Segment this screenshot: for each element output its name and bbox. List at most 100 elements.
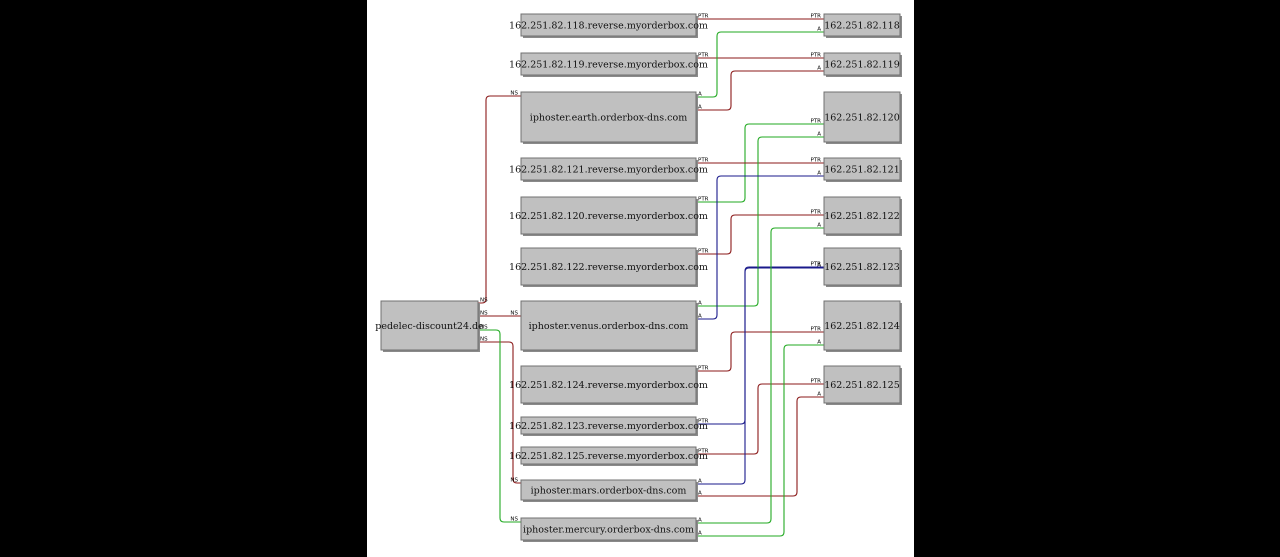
edge-label-target: PTR	[811, 14, 822, 20]
node-r125: 162.251.82.125.reverse.myorderbox.com	[509, 446, 708, 466]
edge-label-source: PTR	[698, 158, 709, 164]
edge-label-source: NS	[480, 325, 488, 331]
edge-label-target: PTR	[811, 379, 822, 385]
edge-label-target: A	[817, 340, 821, 346]
node-label: 162.251.82.118.reverse.myorderbox.com	[509, 21, 708, 32]
node-box	[520, 416, 697, 435]
node-ip119: 162.251.82.119	[823, 52, 902, 77]
edge-label-target: PTR	[811, 262, 822, 268]
node-label: 162.251.82.118	[824, 21, 900, 32]
node-box	[520, 196, 697, 235]
edge-label-source: NS	[480, 311, 488, 317]
node-box	[520, 479, 697, 501]
edge-a-mars-ip125	[696, 396, 824, 497]
node-r118: 162.251.82.118.reverse.myorderbox.com	[509, 13, 708, 38]
node-label: 162.251.82.125	[824, 380, 900, 391]
edge-label-target: NS	[510, 311, 518, 317]
node-box	[823, 52, 901, 76]
node-label: iphoster.mercury.orderbox-dns.com	[523, 525, 694, 536]
node-box	[520, 13, 697, 37]
edge-a-mercury-ip122	[696, 227, 824, 524]
edge-label-source: PTR	[698, 449, 709, 455]
node-label: 162.251.82.119	[824, 60, 900, 71]
edge-label-target: NS	[510, 517, 518, 523]
node-label: 162.251.82.121	[824, 165, 900, 176]
edge-label-source: PTR	[698, 53, 709, 59]
edge-ptr-r122-ip122	[696, 214, 824, 255]
node-ip125: 162.251.82.125	[823, 365, 902, 405]
node-r122: 162.251.82.122.reverse.myorderbox.com	[509, 247, 708, 287]
node-ip122: 162.251.82.122	[823, 196, 902, 236]
edge-a-mars-ip123	[696, 267, 824, 485]
edge-label-source: PTR	[698, 366, 709, 372]
node-box	[520, 91, 697, 143]
edge-label-target: PTR	[811, 158, 822, 164]
edge-label-source: A	[698, 105, 702, 111]
node-box	[520, 365, 697, 404]
edge-label-source: PTR	[698, 197, 709, 203]
edge-label-target: A	[817, 27, 821, 33]
node-label: 162.251.82.124	[824, 321, 900, 332]
node-box	[520, 446, 697, 465]
node-label: iphoster.mars.orderbox-dns.com	[531, 486, 687, 497]
node-ip124: 162.251.82.124	[823, 300, 902, 352]
edge-label-source: A	[698, 518, 702, 524]
node-mercury: iphoster.mercury.orderbox-dns.com	[520, 517, 698, 542]
edge-label-target: NS	[510, 478, 518, 484]
node-earth: iphoster.earth.orderbox-dns.com	[520, 91, 698, 144]
node-box	[520, 517, 697, 541]
edge-label-target: A	[817, 263, 821, 269]
node-box	[380, 300, 479, 351]
node-ip121: 162.251.82.121	[823, 157, 902, 182]
node-box	[823, 13, 901, 37]
nodes-layer: pedelec-discount24.deiphoster.earth.orde…	[375, 13, 902, 542]
edge-label-target: PTR	[811, 210, 822, 216]
node-box	[520, 52, 697, 76]
node-box	[823, 157, 901, 181]
dns-graph: NS NS NS NS NS NS NS NS PTR PTR PTR PTR PTR PTR PTR PTR…	[375, 13, 902, 542]
edge-label-source: PTR	[698, 14, 709, 20]
edge-label-source: A	[698, 531, 702, 537]
edge-label-target: PTR	[811, 53, 822, 59]
edge-label-source: NS	[480, 337, 488, 343]
node-label: 162.251.82.124.reverse.myorderbox.com	[509, 380, 708, 391]
node-ip123: 162.251.82.123	[823, 247, 902, 287]
node-ip120: 162.251.82.120	[823, 91, 902, 144]
node-box	[823, 196, 901, 235]
edge-label-source: A	[698, 491, 702, 497]
edge-ns-root-mars	[478, 341, 521, 484]
edge-a-venus-ip121	[696, 175, 824, 320]
node-r120: 162.251.82.120.reverse.myorderbox.com	[509, 196, 708, 236]
edge-label-source: NS	[480, 298, 488, 304]
edge-label-source: A	[698, 92, 702, 98]
node-r121: 162.251.82.121.reverse.myorderbox.com	[509, 157, 708, 182]
edge-label-source: A	[698, 314, 702, 320]
node-label: 162.251.82.120	[824, 113, 900, 124]
edge-label-target: A	[817, 171, 821, 177]
edge-a-venus-ip120	[696, 136, 824, 307]
node-r123: 162.251.82.123.reverse.myorderbox.com	[509, 416, 708, 436]
edges-layer: NS NS NS NS NS NS NS NS PTR PTR PTR PTR PTR PTR PTR PTR…	[478, 14, 824, 537]
edge-label-target: A	[817, 392, 821, 398]
edge-label-target: PTR	[811, 327, 822, 333]
node-label: 162.251.82.119.reverse.myorderbox.com	[509, 60, 708, 71]
node-ip118: 162.251.82.118	[823, 13, 902, 38]
edge-label-source: A	[698, 301, 702, 307]
node-box	[823, 91, 901, 143]
edge-ptr-r124-ip124	[696, 331, 824, 372]
edge-label-target: A	[817, 132, 821, 138]
node-box	[823, 247, 901, 286]
edge-label-target: NS	[510, 91, 518, 97]
edge-ns-root-earth	[478, 95, 521, 304]
edge-ns-root-mercury	[478, 329, 521, 523]
edge-a-mercury-ip124	[696, 344, 824, 537]
node-label: iphoster.venus.orderbox-dns.com	[529, 321, 689, 332]
node-box	[823, 365, 901, 404]
node-mars: iphoster.mars.orderbox-dns.com	[520, 479, 698, 502]
node-label: 162.251.82.125.reverse.myorderbox.com	[509, 451, 708, 462]
node-box	[823, 300, 901, 351]
node-venus: iphoster.venus.orderbox-dns.com	[520, 300, 698, 352]
edge-label-source: A	[698, 479, 702, 485]
node-r119: 162.251.82.119.reverse.myorderbox.com	[509, 52, 708, 77]
edge-ptr-r125-ip125	[696, 383, 824, 455]
